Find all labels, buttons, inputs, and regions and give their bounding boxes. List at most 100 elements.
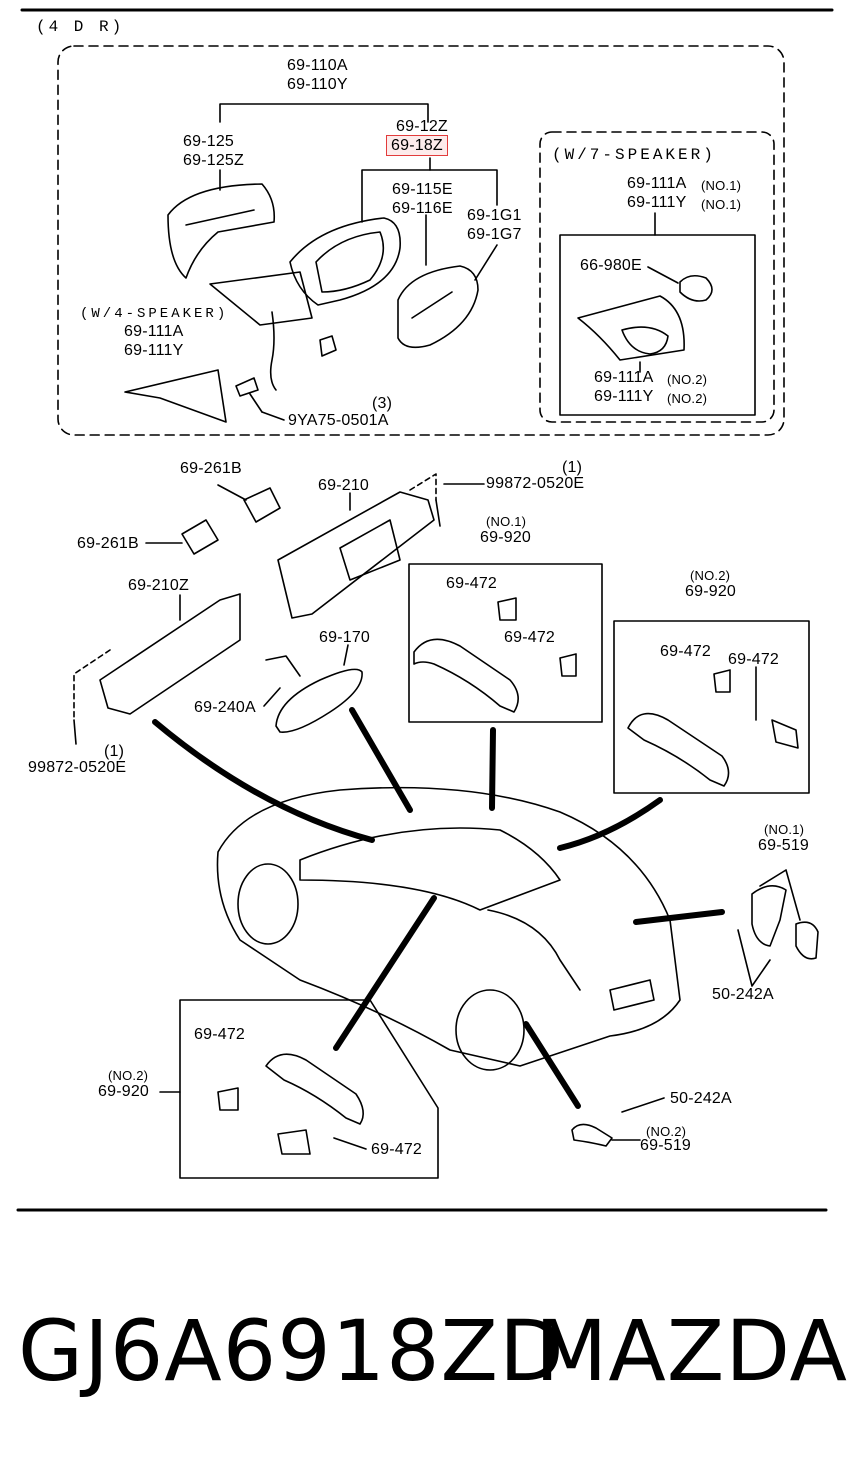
sunvisor-right-shape xyxy=(277,491,435,619)
car-wheel-rear xyxy=(455,989,525,1071)
grip-no2-right-shape xyxy=(627,712,730,787)
car-roof xyxy=(299,827,561,911)
label-69-110A: 69-110A xyxy=(287,57,348,74)
leader-519-a xyxy=(759,869,801,921)
leader-472-f xyxy=(333,1137,367,1150)
label-69-920-c: 69-920 xyxy=(98,1083,150,1100)
sunvisor-right-mirror xyxy=(339,519,401,581)
pointer-519-no1 xyxy=(633,909,725,925)
mirror-cover-shape xyxy=(167,183,276,279)
label-69-519-a: 69-519 xyxy=(758,837,810,854)
label-69-111A-w4: 69-111A xyxy=(124,323,184,340)
bolt-9YA75-shaft xyxy=(249,393,263,413)
label-69-519-b: 69-519 xyxy=(640,1137,692,1154)
label-69-920-a: 69-920 xyxy=(480,529,532,546)
sunvisor-left-shape xyxy=(99,593,241,715)
label-69-18Z-highlighted: 69-18Z xyxy=(386,135,448,156)
mirror-cover-detail xyxy=(185,209,255,226)
pointer-grip-lower xyxy=(333,895,437,1051)
pointer-lines xyxy=(152,707,725,1109)
leader-242A-a xyxy=(737,929,771,987)
grip-box-no1 xyxy=(408,563,603,723)
part-number: GJ6A6918ZD xyxy=(18,1302,565,1400)
label-99872-0520E-b: 99872-0520E xyxy=(28,759,127,776)
label-69-920-b: 69-920 xyxy=(685,583,737,600)
footer-caption: GJ6A6918ZD MAZDA xyxy=(18,1296,848,1406)
label-69-261B-a: 69-261B xyxy=(180,460,242,477)
leader-980E xyxy=(647,266,679,284)
leader-9YA75 xyxy=(261,411,285,421)
label-qty-1-b: (1) xyxy=(104,743,125,760)
label-no2-a: (NO.2) xyxy=(667,372,708,387)
grip-no1-clip-a xyxy=(497,597,517,621)
speaker7-inner-box xyxy=(559,234,756,416)
grip-no2-right-clip-a xyxy=(713,669,731,693)
label-no2-519: (NO.2) xyxy=(646,1124,687,1139)
grip-no1-clip-b xyxy=(559,653,577,677)
mirror-glass-shape xyxy=(397,265,479,349)
grip-no1-shape xyxy=(413,638,519,713)
car-body xyxy=(216,786,681,1067)
label-no1-519: (NO.1) xyxy=(764,822,805,837)
label-69-210: 69-210 xyxy=(318,477,370,494)
label-69-111Y-no2: 69-111Y xyxy=(594,388,654,405)
variant-label: (4 D R) xyxy=(36,18,125,36)
label-69-111A-no2: 69-111A xyxy=(594,369,654,386)
hanger-no1-b xyxy=(795,921,819,960)
label-69-472-c: 69-472 xyxy=(660,643,712,660)
pointer-visor xyxy=(152,719,375,843)
mirror-mount-arm xyxy=(265,655,301,677)
label-no1-b: (NO.1) xyxy=(701,197,742,212)
label-no1-920: (NO.1) xyxy=(486,514,527,529)
hanger-no1-a xyxy=(751,885,787,947)
leader-240A xyxy=(263,687,281,707)
grip-no2-right-clip-b xyxy=(771,719,799,749)
label-no2-920-c: (NO.2) xyxy=(108,1068,149,1083)
mirror-wire xyxy=(269,311,277,391)
car-wheel-front xyxy=(237,863,299,945)
pointer-519-no2 xyxy=(523,1021,581,1109)
label-69-472-a: 69-472 xyxy=(446,575,498,592)
label-69-125Z: 69-125Z xyxy=(183,152,244,169)
tweeter-cover-w4 xyxy=(124,369,227,423)
rearview-mirror-shape xyxy=(275,668,363,733)
label-69-125: 69-125 xyxy=(183,133,235,150)
leader-170 xyxy=(343,644,349,666)
bolt-9YA75-head xyxy=(235,377,259,397)
hanger-no2 xyxy=(571,1123,613,1147)
speaker-grille-shape xyxy=(577,295,685,361)
label-66-980E: 66-980E xyxy=(580,257,642,274)
speaker7-group-box xyxy=(539,131,775,423)
mirror-housing-shape xyxy=(289,217,401,306)
label-69-110Y: 69-110Y xyxy=(287,76,348,93)
label-69-111Y-w4: 69-111Y xyxy=(124,342,184,359)
speaker-grille-mesh xyxy=(621,326,669,355)
visor-dash-left xyxy=(73,649,111,721)
leader-261B-a xyxy=(217,484,247,501)
label-69-111Y-no1: 69-111Y xyxy=(627,194,687,211)
label-69-115E: 69-115E xyxy=(392,181,453,198)
mirror-motor-shape xyxy=(315,231,385,293)
label-69-116E: 69-116E xyxy=(392,200,453,217)
speaker-66-980E xyxy=(679,274,713,302)
mirror-glass-shine xyxy=(411,291,453,319)
car-trunk-line xyxy=(487,909,581,991)
brand-name: MAZDA xyxy=(534,1302,848,1400)
screw-right xyxy=(435,499,441,527)
label-qty-1-a: (1) xyxy=(562,459,583,476)
label-69-111A-no1: 69-111A xyxy=(627,175,687,192)
label-50-242A-a: 50-242A xyxy=(712,986,774,1003)
group-title-w4-speaker: (W/4-SPEAKER) xyxy=(80,306,229,322)
label-9YA75-0501A: 9YA75-0501A xyxy=(288,412,389,429)
label-69-472-d: 69-472 xyxy=(728,651,780,668)
leader-1G1 xyxy=(474,244,498,281)
visor-hook-upper xyxy=(243,487,281,523)
mirror-connector xyxy=(319,335,337,357)
grip-box-no2-lower xyxy=(179,999,439,1179)
label-69-1G7: 69-1G7 xyxy=(467,226,522,243)
label-99872-0520E-a: 99872-0520E xyxy=(486,475,585,492)
pointer-mirror xyxy=(349,707,413,813)
label-69-472-e: 69-472 xyxy=(194,1026,246,1043)
grip-no2-lower-clip-a xyxy=(217,1087,239,1111)
label-69-472-b: 69-472 xyxy=(504,629,556,646)
